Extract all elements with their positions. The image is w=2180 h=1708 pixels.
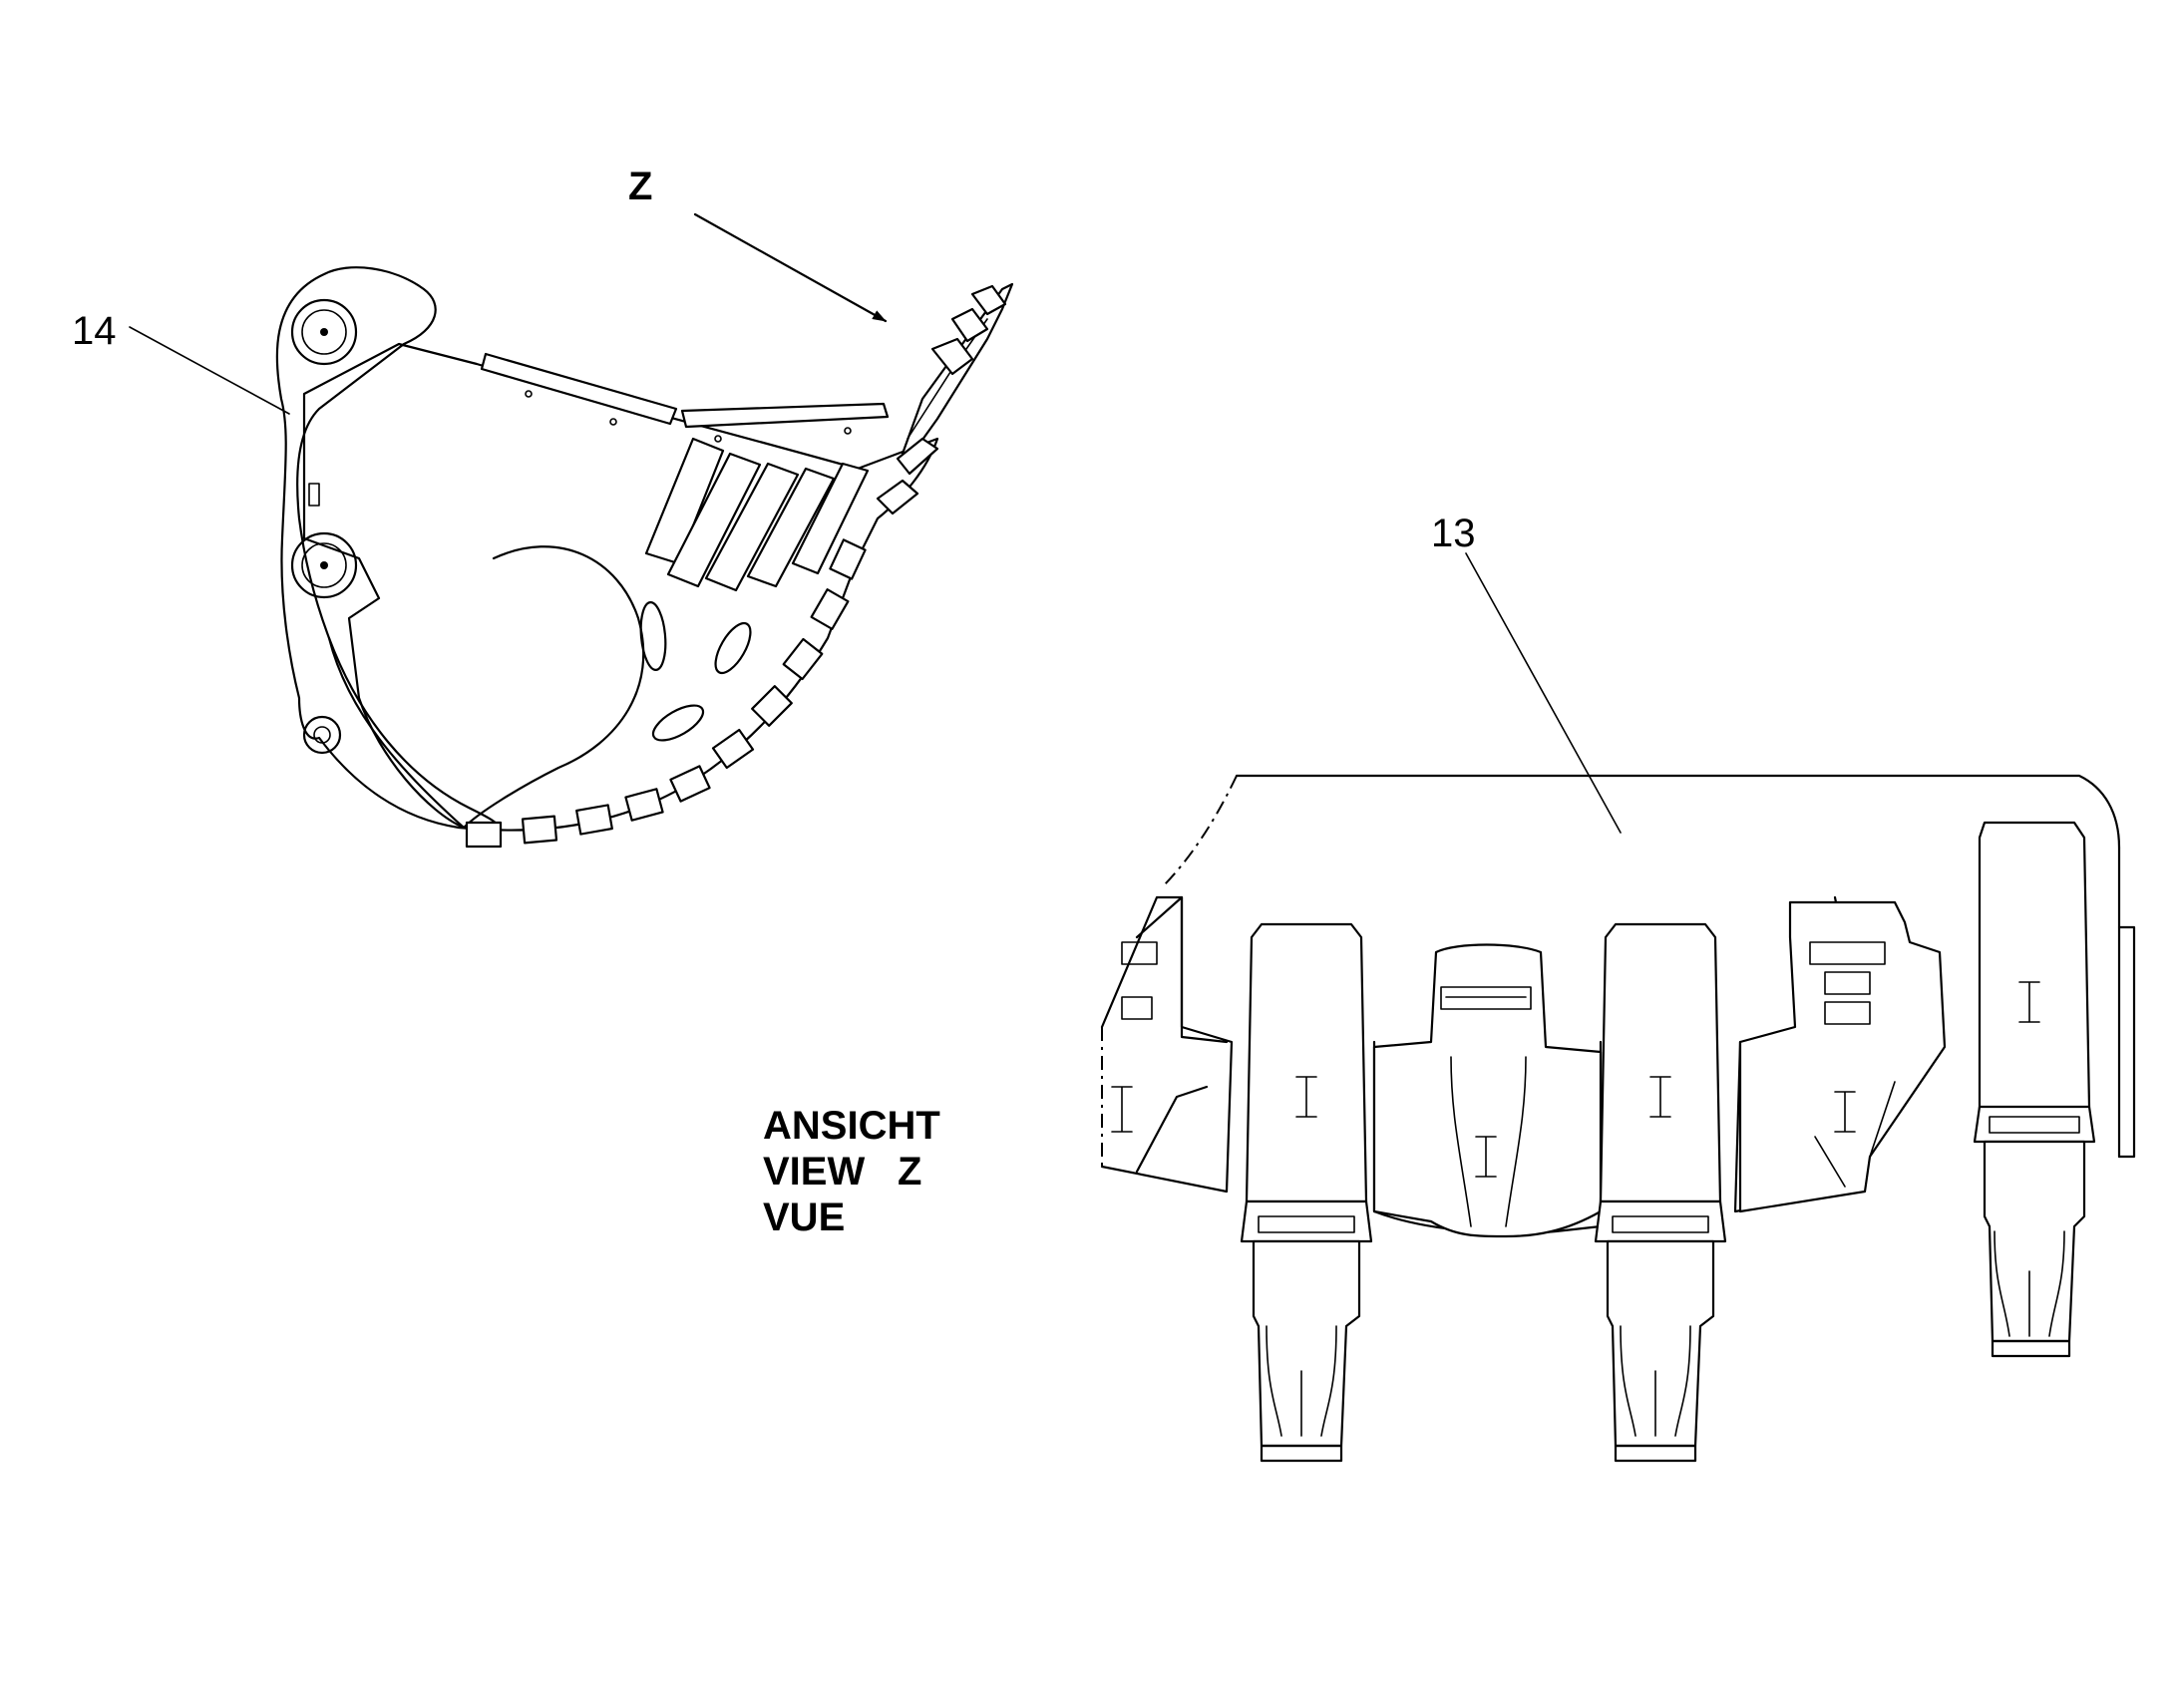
callout-13-label: 13 bbox=[1431, 512, 1476, 555]
callout-14-label: 14 bbox=[72, 309, 117, 353]
callout-14-leader bbox=[129, 326, 290, 415]
adapter-left bbox=[1111, 895, 1229, 1174]
view-caption-letter: Z bbox=[898, 1150, 921, 1194]
bucket-side-view bbox=[275, 266, 1014, 849]
callout-13-leader bbox=[1465, 552, 1622, 834]
view-z-arrow bbox=[693, 212, 888, 323]
view-caption-line3: VUE bbox=[763, 1196, 845, 1239]
view-caption-line2: VIEW bbox=[763, 1150, 865, 1194]
tooth-2 bbox=[1594, 922, 1727, 1463]
adapter-center bbox=[1372, 943, 1603, 1238]
tooth-1 bbox=[1240, 922, 1373, 1463]
tooth-3 bbox=[1973, 821, 2096, 1358]
adapter-right bbox=[1738, 900, 1947, 1213]
view-caption-line1: ANSICHT bbox=[763, 1104, 940, 1148]
view-z-marker: Z bbox=[628, 165, 652, 208]
view-z-detail bbox=[1100, 774, 2136, 1463]
